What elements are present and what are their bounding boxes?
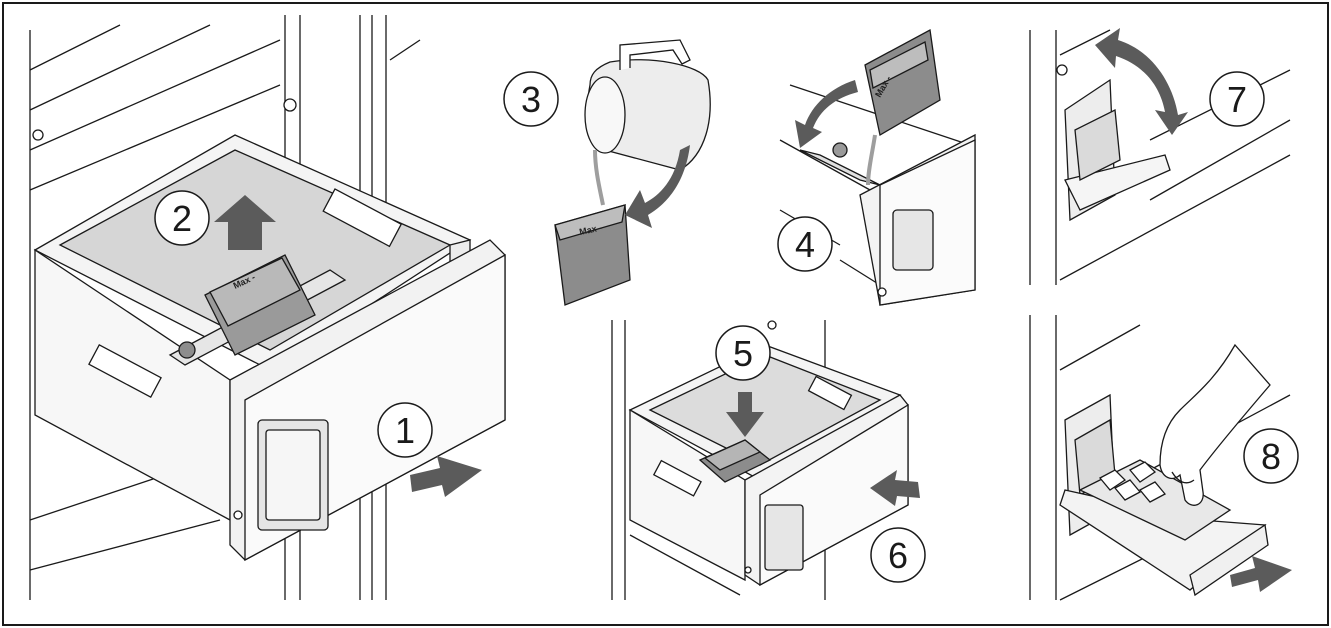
panel-pour-water (554, 39, 711, 306)
svg-text:5: 5 (733, 333, 753, 374)
svg-text:1: 1 (395, 410, 415, 451)
step-badge-1: 1 (377, 402, 433, 458)
arrow-right-icon (410, 456, 482, 497)
svg-text:4: 4 (795, 224, 815, 265)
step-badge-8: 8 (1243, 428, 1299, 484)
step-badge-3: 3 (503, 71, 559, 127)
step-badge-4: 4 (777, 216, 833, 272)
svg-text:8: 8 (1261, 436, 1281, 477)
svg-text:2: 2 (172, 198, 192, 239)
panel-close-drawer (611, 320, 909, 600)
arrow-left-icon (870, 470, 920, 506)
svg-text:6: 6 (888, 535, 908, 576)
step-badge-5: 5 (715, 325, 771, 381)
tray-max-label: Max - (578, 222, 603, 237)
arrow-up-icon (214, 195, 276, 250)
twist-arrow-icon (1095, 28, 1188, 135)
panel-twist-tray (1029, 29, 1291, 285)
panel-insert-tray (779, 28, 976, 306)
arrow-down-icon (726, 392, 764, 437)
curved-arrow-icon (795, 80, 858, 148)
step-badge-2: 2 (154, 190, 210, 246)
panel-remove-ice (1029, 315, 1291, 601)
svg-text:3: 3 (521, 79, 541, 120)
step-badge-7: 7 (1209, 71, 1265, 127)
step-badge-6: 6 (870, 527, 926, 583)
curved-arrow-icon (625, 145, 690, 228)
arrow-out-icon (1230, 556, 1292, 592)
svg-text:7: 7 (1227, 79, 1247, 120)
